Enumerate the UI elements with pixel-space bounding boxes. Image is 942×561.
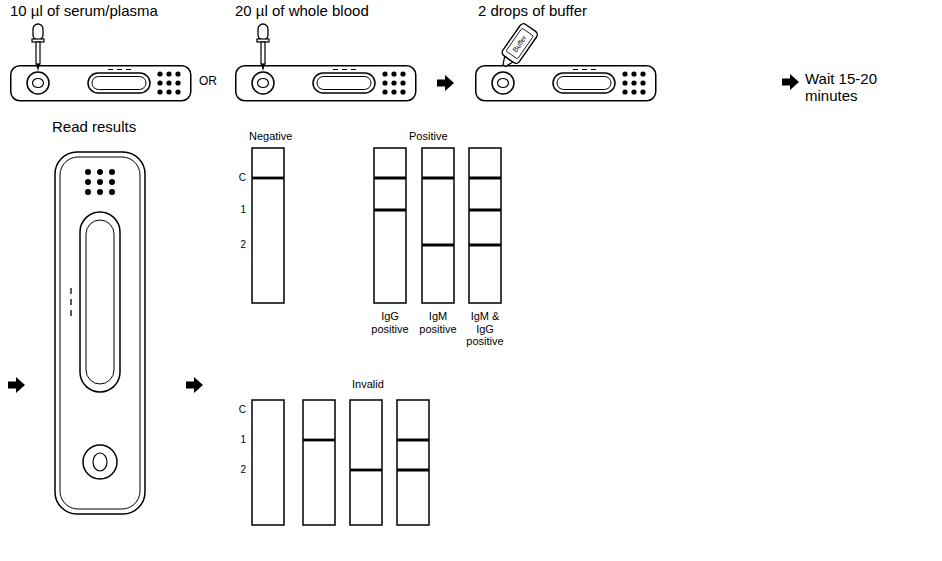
test-lines-part	[252, 177, 284, 180]
test-cassette-vertical-part-part	[97, 169, 103, 175]
test-cassette-vertical-part-part	[97, 179, 103, 185]
result-label: IgG positive	[367, 310, 413, 335]
line-marker: C	[239, 172, 246, 184]
buffer-bottle-part	[506, 28, 534, 59]
test-cassette-vertical-part-part	[97, 189, 103, 195]
wait-instruction: Wait 15-20 minutes	[805, 70, 917, 105]
instruction-label: 2 drops of buffer	[478, 2, 587, 19]
step-arrow	[782, 74, 799, 90]
step-label: Read results	[52, 118, 136, 135]
buffer-bottle-part	[501, 22, 539, 65]
test-cassette-vertical-part-part	[109, 169, 115, 175]
line-marker: C	[239, 404, 246, 416]
test-lines-part	[374, 178, 406, 210]
test-cassette-vertical	[55, 152, 145, 514]
result-strips-part	[397, 400, 429, 525]
line-marker: 2	[240, 464, 246, 476]
test-lines-part	[397, 440, 429, 470]
result-strips-part	[303, 400, 335, 525]
result-strips-part	[469, 148, 501, 303]
instruction-label: 20 µl of whole blood	[235, 2, 369, 19]
test-lines	[252, 178, 501, 470]
dropper	[257, 24, 269, 71]
buffer-bottle	[496, 22, 539, 71]
test-cassette-vertical-part	[93, 453, 107, 471]
test-lines-part	[469, 178, 501, 245]
test-cassette-vertical-part	[70, 288, 71, 316]
result-strips-part	[252, 148, 284, 303]
result-label: IgM & IgG positive	[462, 310, 508, 348]
result-heading: Negative	[249, 130, 292, 143]
test-lines-part	[422, 178, 454, 245]
test-cassette-vertical-part	[83, 445, 117, 479]
test-cassette	[476, 66, 656, 101]
result-strips-part	[350, 400, 382, 525]
result-strips-part	[422, 148, 454, 303]
test-cassette	[11, 66, 191, 101]
step-arrow	[437, 75, 454, 91]
test-cassette-vertical-part-part	[85, 169, 91, 175]
test-cassette-vertical-part-part	[109, 179, 115, 185]
result-strips-part	[252, 400, 284, 525]
instruction-label: 10 µl of serum/plasma	[10, 2, 158, 19]
or-label: OR	[199, 75, 217, 89]
line-marker: 1	[240, 204, 246, 216]
step-arrow	[186, 377, 203, 393]
dropper	[32, 24, 44, 71]
line-marker: 2	[240, 239, 246, 251]
test-cassette-vertical-part	[55, 152, 145, 514]
result-label: IgM positive	[415, 310, 461, 335]
result-strips	[252, 148, 501, 525]
test-lines-part	[303, 439, 335, 442]
test-cassette-vertical-part-part	[85, 179, 91, 185]
result-strips-part	[374, 148, 406, 303]
test-lines-part	[350, 469, 382, 472]
line-marker: 1	[240, 434, 246, 446]
test-cassette-vertical-part-part	[109, 189, 115, 195]
result-heading: Positive	[409, 130, 448, 143]
test-cassette-vertical-part	[60, 157, 140, 509]
test-cassette-vertical-part	[85, 169, 115, 195]
test-cassette-vertical-part	[86, 220, 114, 384]
test-cassette	[236, 66, 416, 101]
test-cassette-vertical-part	[80, 212, 120, 392]
result-heading: Invalid	[352, 378, 384, 391]
test-cassette-vertical-part-part	[85, 189, 91, 195]
step-arrow	[8, 377, 25, 393]
